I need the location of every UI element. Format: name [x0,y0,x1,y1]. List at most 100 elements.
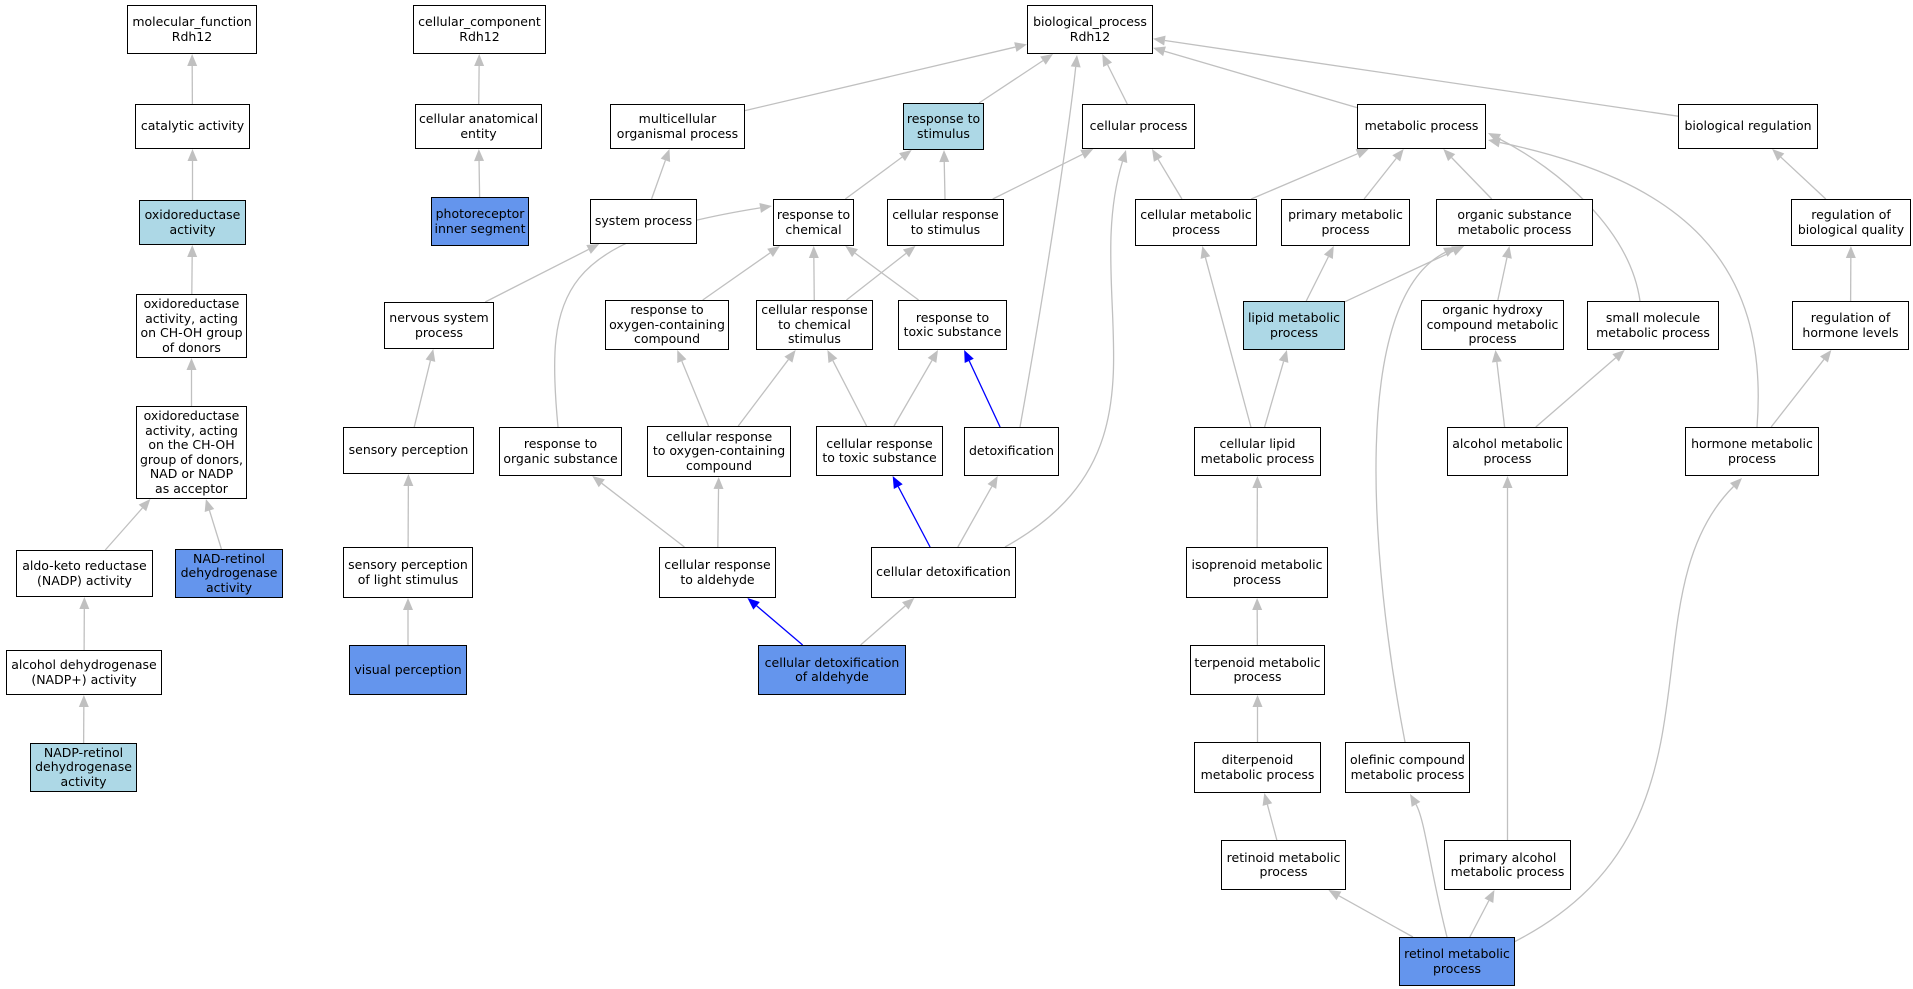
edge-aldoketo-to-oxnad-arrowhead [138,499,151,512]
go-term-node-reghormone[interactable]: regulation of hormone levels [1792,301,1909,350]
edge-cellrespald-to-resporganic [601,482,685,548]
go-term-node-responsestim[interactable]: response to stimulus [903,103,984,150]
edge-cellrespald-to-cellrespoxy-arrowhead [713,477,724,490]
edge-detox-to-bp-arrowhead [1070,55,1081,68]
edge-metabolic-to-bp-arrowhead [1153,46,1166,57]
go-term-node-diterpenoid[interactable]: diterpenoid metabolic process [1194,742,1321,793]
go-term-node-multicellular[interactable]: multicellular organismal process [610,104,745,149]
go-term-node-oxidoreductase[interactable]: oxidoreductase activity [139,200,246,245]
go-term-node-retinoid[interactable]: retinoid metabolic process [1221,840,1346,890]
go-term-node-nadpretinol[interactable]: NADP-retinol dehydrogenase activity [30,743,137,792]
edge-aldoketo-to-oxnad [104,507,143,551]
go-term-node-photoreceptor[interactable]: photoreceptor inner segment [431,197,529,246]
go-term-node-cellresptoxic[interactable]: cellular response to toxic substance [816,426,943,476]
go-term-node-visual[interactable]: visual perception [349,645,467,695]
go-term-node-smallmol[interactable]: small molecule metabolic process [1587,301,1719,350]
go-term-node-bp[interactable]: biological_process Rdh12 [1027,5,1153,54]
go-term-node-mf[interactable]: molecular_function Rdh12 [127,5,257,54]
go-term-node-cellrespoxy[interactable]: cellular response to oxygen-containing c… [647,426,791,477]
go-term-node-resporganic[interactable]: response to organic substance [499,427,622,476]
go-term-node-bioreg[interactable]: biological regulation [1678,104,1818,149]
edge-hormonemetab-to-metabolic [1499,141,1759,428]
go-term-node-cellularprocess[interactable]: cellular process [1082,104,1195,149]
go-term-node-orghydroxy[interactable]: organic hydroxy compound metabolic proce… [1421,300,1564,350]
go-term-node-terpenoid[interactable]: terpenoid metabolic process [1190,645,1325,695]
edge-retinol-to-retinoid-arrowhead [1328,890,1342,901]
go-term-node-resptoxic[interactable]: response to toxic substance [898,300,1007,350]
edge-terpenoid-to-isoprenoid-arrowhead [1252,598,1263,611]
go-term-node-sensory[interactable]: sensory perception [343,427,474,474]
edge-respchem-to-responsestim-arrowhead [899,150,912,162]
edge-alcoholdh-to-aldoketo-arrowhead [79,597,90,610]
go-term-node-cellrespald[interactable]: cellular response to aldehyde [659,547,776,598]
edge-respchem-to-responsestim [844,156,903,200]
go-term-node-oxnad[interactable]: oxidoreductase activity, acting on the C… [136,406,247,499]
go-term-node-lipidmetab[interactable]: lipid metabolic process [1243,301,1345,350]
edge-celldetoxald-to-celldetox [860,605,906,646]
edge-respoxy-to-respchem-arrowhead [767,246,780,257]
go-term-node-celldetoxald[interactable]: cellular detoxification of aldehyde [758,645,906,695]
go-term-node-alcoholmetab[interactable]: alcohol metabolic process [1447,427,1568,476]
go-term-node-celllipid[interactable]: cellular lipid metabolic process [1194,427,1321,476]
go-term-node-retinol[interactable]: retinol metabolic process [1399,937,1515,986]
go-term-node-anatomical[interactable]: cellular anatomical entity [415,104,542,149]
go-term-node-respchem[interactable]: response to chemical [773,199,854,246]
go-term-node-nervous[interactable]: nervous system process [384,302,494,349]
go-term-node-isoprenoid[interactable]: isoprenoid metabolic process [1186,547,1328,598]
go-term-node-cc[interactable]: cellular_component Rdh12 [413,5,546,54]
go-term-node-detox[interactable]: detoxification [964,427,1059,476]
go-term-node-cellrespchem[interactable]: cellular response to chemical stimulus [756,300,873,350]
edge-retinol-to-hormonemetab-arrowhead [1729,478,1742,491]
go-term-node-oxchoh[interactable]: oxidoreductase activity, acting on CH-OH… [136,294,247,358]
go-term-node-aldoketo[interactable]: aldo-keto reductase (NADP) activity [16,550,153,597]
edge-orgsubst-to-metabolic [1451,157,1493,200]
edge-cellrespstim-to-cellularprocess [992,153,1083,200]
edge-bioreg-to-bp-arrowhead [1153,35,1166,46]
go-term-node-cellmetab[interactable]: cellular metabolic process [1135,199,1257,246]
edge-nadretinol-to-oxnad [208,510,223,550]
edge-anatomical-to-cc-arrowhead [474,54,485,67]
edge-retinol-to-primaryalcohol [1469,900,1490,938]
go-term-node-catalytic[interactable]: catalytic activity [135,104,250,149]
edge-celllipid-to-lipidmetab [1263,361,1285,428]
edge-cellrespchem-to-cellrespstim [846,252,907,301]
go-term-node-nadretinol[interactable]: NAD-retinol dehydrogenase activity [175,549,283,598]
edge-hormonemetab-to-metabolic-arrowhead [1488,137,1501,148]
edge-cellrespstim-to-cellularprocess-arrowhead [1080,149,1094,159]
edge-orgsubst-to-metabolic-arrowhead [1443,149,1456,162]
edge-hormonemetab-to-reghormone-arrowhead [1820,350,1832,363]
edge-celllipid-to-cellmetab-arrowhead [1200,246,1211,259]
edge-system-to-multicellular-arrowhead [660,149,671,162]
go-term-node-olefinic[interactable]: olefinic compound metabolic process [1345,742,1470,793]
go-term-node-metabolic[interactable]: metabolic process [1357,104,1486,149]
go-term-node-respoxy[interactable]: response to oxygen-containing compound [605,300,729,350]
go-term-node-hormonemetab[interactable]: hormone metabolic process [1685,427,1819,476]
go-term-node-primarymetab[interactable]: primary metabolic process [1281,199,1410,246]
go-term-node-celldetox[interactable]: cellular detoxification [871,547,1016,598]
edge-celldetox-to-detox [957,486,993,548]
edge-celldetox-to-cellresptoxic [897,486,931,548]
edge-resptoxic-to-respchem [854,252,919,301]
edge-celldetox-to-cellresptoxic-arrowhead [892,476,903,489]
edge-cellrespoxy-to-respoxy-arrowhead [677,350,687,363]
edge-isoprenoid-to-celllipid-arrowhead [1252,476,1263,489]
go-term-node-sensorylight[interactable]: sensory perception of light stimulus [343,547,473,598]
edge-olefinic-to-orgsubst-arrowhead [1443,247,1456,257]
go-term-node-regbioqual[interactable]: regulation of biological quality [1791,199,1911,246]
edge-celldetoxald-to-cellrespald-arrowhead [747,598,760,610]
edge-olefinic-to-orgsubst [1375,251,1446,743]
edge-cellmetab-to-cellularprocess-arrowhead [1151,149,1163,162]
go-term-node-orgsubst[interactable]: organic substance metabolic process [1436,199,1593,246]
edge-orghydroxy-to-orgsubst [1497,257,1508,301]
edge-regbioqual-to-bioreg-arrowhead [1772,149,1785,161]
go-term-node-cellrespstim[interactable]: cellular response to stimulus [887,199,1004,246]
go-term-node-alcoholdh[interactable]: alcohol dehydrogenase (NADP+) activity [6,650,162,695]
go-term-node-system[interactable]: system process [590,199,697,244]
edge-diterpenoid-to-terpenoid-arrowhead [1252,695,1263,707]
edge-retinol-to-olefinic-arrowhead [1410,794,1421,807]
go-term-node-primaryalcohol[interactable]: primary alcohol metabolic process [1444,840,1571,890]
edge-cellresptoxic-to-resptoxic [893,360,933,427]
edge-cellresptoxic-to-resptoxic-arrowhead [927,350,939,363]
